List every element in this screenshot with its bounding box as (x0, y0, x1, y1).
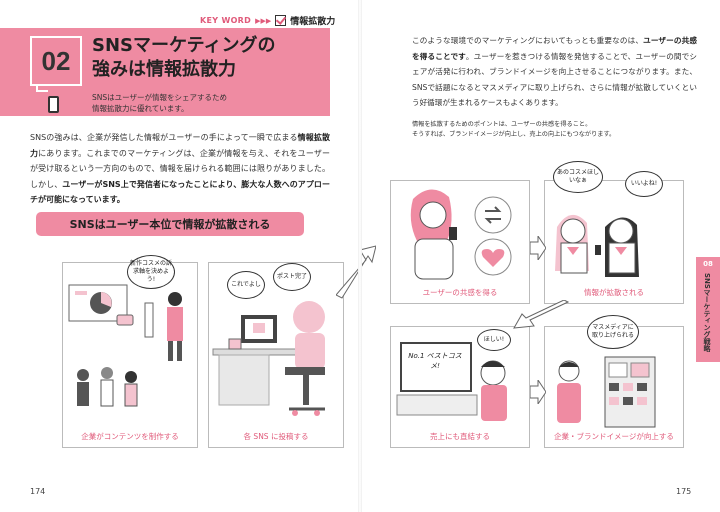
note-line-2: そうすれば、ブランドイメージが向上し、売上の向上にもつながります。 (412, 131, 616, 138)
right-body-paragraph: このような環境でのマーケティングにおいてもっとも重要なのは、ユーザーの共感を得る… (412, 33, 697, 111)
panel-user-empathy: ユーザーの共感を得る (390, 180, 530, 304)
panel-info-spreads: あのコスメほしいなぁ いいよね! 情報が拡散される (544, 161, 684, 304)
speech-bubble: ほしい! (477, 329, 511, 351)
body-text-c: にあります。これまでのマーケティングは、企業が情報を与え、それをユーザーが受け取… (30, 148, 330, 189)
flow-arrow-icon (336, 245, 376, 299)
speech-tail-icon (36, 84, 48, 92)
page-subtitle: SNSはユーザーが情報をシェアするため 情報拡散力に優れています。 (92, 92, 322, 114)
flow-arrow-icon (513, 300, 570, 329)
panel-sales: No.1 ベストコスメ! ほしい! 売上にも直結する (390, 326, 530, 448)
body-text-emphasis-1: 情報拡散力 (30, 133, 331, 158)
title-line-1: SNSマーケティングの (92, 35, 276, 56)
panel-caption: ユーザーの共感を得る (422, 288, 498, 297)
subtitle-line-2: 情報拡散力に優れています。 (92, 104, 189, 113)
speech-bubble: 新作コスメの訴求軸を決めよう! (127, 255, 175, 289)
keyword-term: 情報拡散力 (290, 17, 336, 27)
panel-caption: 企業・ブランドイメージが向上する (554, 432, 674, 441)
page-title: SNSマーケティングの 強みは情報拡散力 (92, 34, 322, 82)
keyword-arrows: ▶▶▶ (255, 16, 272, 25)
body-text-emphasis-2: ユーザーがSNS上で発信者になったことにより、膨大な人数へのアプローチが可能にな… (30, 179, 331, 205)
body-paragraph: SNSの強みは、企業が発信した情報がユーザーの手によって一瞬で広まる情報拡散力に… (30, 130, 330, 208)
note-line-1: 情報を拡散するためのポイントは、ユーザーの共感を得ること。 (412, 121, 592, 128)
speech-bubble: これでよし (227, 271, 265, 299)
flow-arrow-icon (530, 380, 546, 404)
tv-screen-text: No.1 ベストコスメ! (408, 352, 462, 370)
side-tab-number: 08 (703, 260, 713, 268)
book-gutter (358, 0, 362, 512)
tv-viewer-illustration (396, 342, 507, 421)
chapter-badge: 02 (30, 36, 82, 86)
chapter-number: 02 (41, 45, 71, 76)
right-text-emphasis: ユーザーの共感を得ることです (412, 36, 697, 61)
right-text-a: このような環境でのマーケティングにおいてもっとも重要なのは、 (412, 36, 644, 45)
right-page: このような環境でのマーケティングにおいてもっとも重要なのは、ユーザーの共感を得る… (360, 0, 720, 512)
panel-caption: 情報が拡散される (584, 288, 644, 297)
panel-create-content: 新作コスメの訴求軸を決めよう! 企業がコンテンツを制作する (62, 255, 198, 448)
panel-caption: 売上にも直結する (430, 432, 490, 441)
subtitle-line-1: SNSはユーザーが情報をシェアするため (92, 93, 227, 102)
title-line-2: 強みは情報拡散力 (92, 59, 236, 80)
panel-caption: 各 SNS に投稿する (243, 432, 309, 441)
note-text: 情報を拡散するためのポイントは、ユーザーの共感を得ること。 そうすれば、ブランド… (412, 120, 692, 140)
smartphone-icon (48, 96, 59, 113)
section-banner: SNSはユーザー本位で情報が拡散される (36, 212, 304, 236)
keyword-label: KEY WORD (200, 16, 252, 25)
page-number-right: 175 (676, 487, 692, 496)
side-tab-text: SNSマーケティング戦略 (703, 273, 711, 352)
panel-post-sns: これでよし ポスト完了 各 SNS に投稿する (208, 262, 344, 448)
chapter-side-tab: 08 SNSマーケティング戦略 (696, 257, 720, 362)
page-number-left: 174 (30, 487, 46, 496)
desk-illustration (212, 301, 325, 416)
checkbox-icon (275, 15, 287, 26)
speech-bubble: いいよね! (625, 171, 663, 197)
store-display-illustration (557, 356, 656, 428)
left-page: KEY WORD ▶▶▶ 情報拡散力 02 SNSマーケティングの 強みは情報拡… (0, 0, 360, 512)
office-illustration (68, 284, 183, 407)
body-text-a: SNSの強みは、企業が発信した情報がユーザーの手によって一瞬で広まる (30, 133, 298, 142)
user-phone-illustration (410, 189, 512, 280)
flow-arrow-icon (530, 236, 546, 260)
speech-bubble: ポスト完了 (273, 263, 311, 291)
keyword-tag: KEY WORD ▶▶▶ 情報拡散力 (200, 14, 335, 27)
students-illustration (555, 214, 639, 277)
right-text-c: 。ユーザーを惹きつける情報を発信することで、ユーザーの間でシェアが活発に行われ、… (412, 51, 697, 108)
panel-brand-image: マスメディアに取り上げられる 企業・ブランドイメージが向上する (544, 315, 684, 448)
panel-caption: 企業がコンテンツを制作する (81, 432, 179, 441)
speech-bubble: マスメディアに取り上げられる (587, 315, 639, 349)
speech-bubble: あのコスメほしいなぁ (553, 161, 603, 193)
